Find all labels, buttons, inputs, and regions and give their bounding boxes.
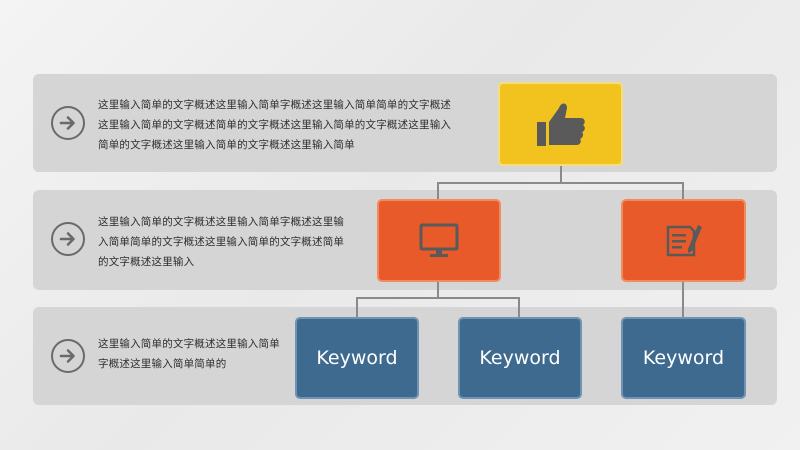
keyword-label: Keyword (479, 347, 561, 369)
level-1-description: 这里输入简单的文字概述这里输入简单字概述这里输入简单简单的文字概述这里输入简单的… (98, 99, 452, 151)
connector-line (356, 297, 520, 299)
keyword-node-3: Keyword (621, 317, 746, 399)
thumbs-up-icon (536, 103, 585, 146)
arrow-right-icon (51, 106, 85, 140)
keyword-label: Keyword (642, 347, 725, 369)
keyword-node-1: Keyword (295, 317, 419, 399)
monitor-node-box (377, 199, 501, 282)
connector-line (437, 182, 439, 200)
connector-line (682, 182, 684, 200)
level-3-description: 这里输入简单的文字概述这里输入简单字概述这里输入简单简单的 (98, 338, 280, 370)
document-edit-icon (666, 224, 702, 256)
arrow-right-icon (51, 222, 85, 256)
arrow-right-icon (51, 339, 85, 373)
keyword-node-2: Keyword (458, 317, 582, 399)
level-1-band: 这里输入简单的文字概述这里输入简单字概述这里输入简单简单的文字概述这里输入简单的… (33, 74, 777, 172)
connector-line (682, 282, 684, 317)
connector-line (356, 297, 358, 317)
keyword-label: Keyword (316, 347, 398, 369)
monitor-icon (419, 223, 459, 257)
connector-line (437, 282, 439, 298)
level-2-description: 这里输入简单的文字概述这里输入简单字概述这里输入简单简单的文字概述这里输入简单的… (98, 216, 345, 268)
connector-line (560, 166, 562, 184)
document-edit-node-box (621, 199, 746, 282)
connector-line (437, 182, 684, 184)
connector-line (518, 297, 520, 317)
top-node-box (498, 82, 623, 166)
